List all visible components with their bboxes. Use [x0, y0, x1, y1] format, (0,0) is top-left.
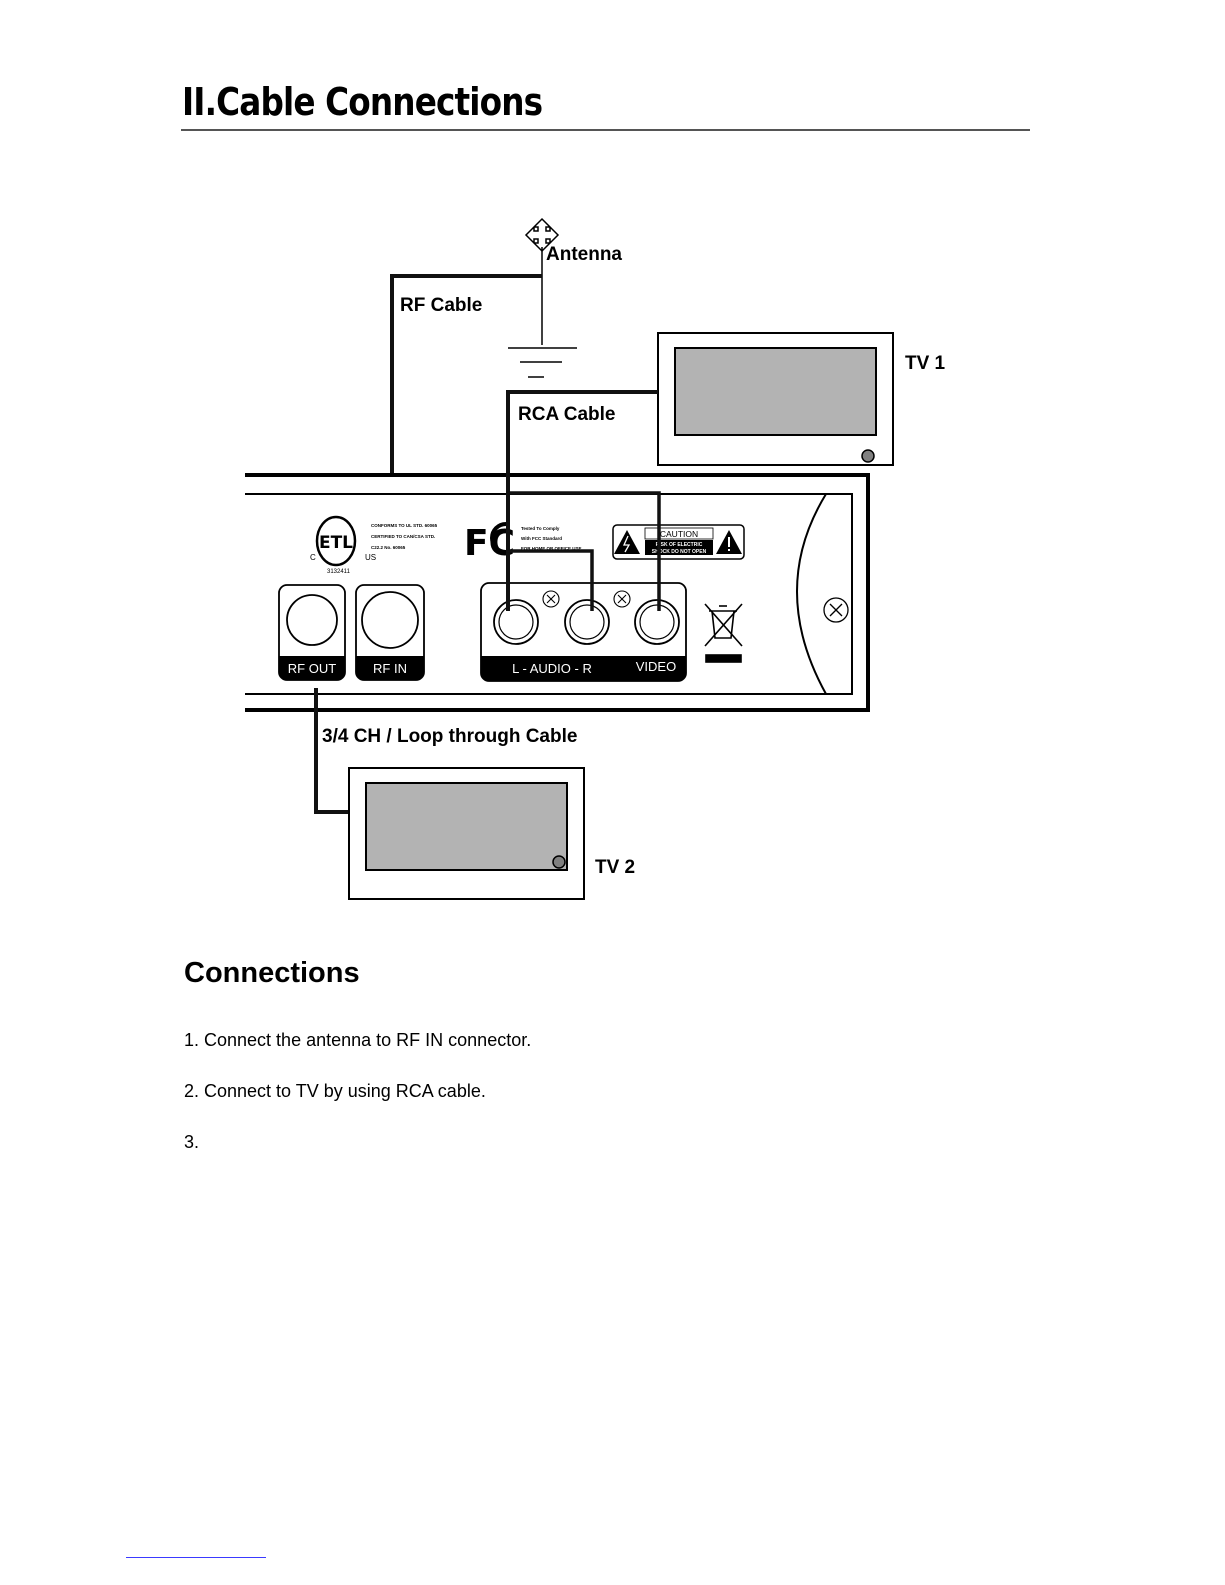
video-label: VIDEO	[636, 659, 676, 674]
footer-link-underline	[126, 1557, 266, 1558]
screw-icon	[542, 590, 560, 608]
tv2-label: TV 2	[595, 857, 635, 878]
page-title: II.Cable Connections	[182, 80, 543, 124]
cable-connection-diagram: ETL C US 3132411 CONFORMS TO UL STD. 600…	[245, 217, 946, 900]
weee-bin-icon	[704, 603, 743, 663]
caution-line: SHOCK DO NOT OPEN	[652, 549, 707, 555]
audio-label: L - AUDIO - R	[512, 661, 592, 676]
etl-c-text: C	[310, 553, 316, 562]
av-ports: L - AUDIO - R VIDEO	[480, 582, 687, 682]
tv2	[348, 767, 585, 900]
rca-cable-label: RCA Cable	[518, 404, 615, 425]
connection-steps: 1. Connect the antenna to RF IN connecto…	[184, 1029, 531, 1182]
title-divider	[181, 129, 1030, 131]
etl-line: CERTIFIED TO CAN/CSA STD.	[371, 534, 435, 539]
etl-line: CONFORMS TO UL STD. 60065	[371, 523, 438, 528]
etl-logo: ETL C US 3132411	[310, 515, 376, 575]
fcc-compliance-text: Tested To Comply With FCC Standard FOR H…	[521, 526, 582, 551]
tv2-power-button	[552, 855, 566, 869]
warning-triangle-icon	[614, 530, 640, 554]
fcc-line: Tested To Comply	[521, 526, 560, 531]
rf-in-port: RF IN	[355, 584, 425, 681]
rf-out-label: RF OUT	[288, 661, 336, 676]
svg-text:ETL: ETL	[319, 533, 353, 553]
audio-left-jack	[493, 599, 539, 645]
connection-step: 3.	[184, 1132, 200, 1152]
loop-cable-label: 3/4 CH / Loop through Cable	[322, 726, 577, 747]
caution-line: RISK OF ELECTRIC	[656, 542, 703, 548]
fcc-line: FOR HOME OR OFFICE USE	[521, 546, 582, 551]
rf-out-port: RF OUT	[278, 584, 346, 681]
tv1-power-button	[861, 449, 875, 463]
tv1-label: TV 1	[905, 353, 946, 374]
panel-screw-icon	[823, 597, 849, 623]
connections-heading: Connections	[184, 957, 360, 989]
ground-icon	[508, 347, 577, 378]
connection-step: 1. Connect the antenna to RF IN connecto…	[184, 1030, 532, 1050]
connection-step: 2. Connect to TV by using RCA cable.	[184, 1081, 486, 1101]
caution-title: CAUTION	[660, 529, 698, 539]
etl-us-text: US	[365, 553, 376, 562]
rca-cable-video	[508, 491, 661, 611]
rf-in-label: RF IN	[373, 661, 407, 676]
loop-through-cable	[314, 688, 350, 814]
fcc-line: With FCC Standard	[521, 536, 562, 541]
tv1	[657, 332, 894, 466]
screw-icon	[613, 590, 631, 608]
video-jack	[634, 599, 680, 645]
rca-cable-audio	[508, 549, 594, 611]
rf-cable-label: RF Cable	[400, 295, 482, 316]
caution-label: CAUTION RISK OF ELECTRIC SHOCK DO NOT OP…	[612, 524, 745, 560]
etl-compliance-text: CONFORMS TO UL STD. 60065 CERTIFIED TO C…	[371, 523, 438, 550]
rca-cable	[506, 390, 658, 611]
etl-line: C22.2 No. 60065	[371, 545, 406, 550]
audio-right-jack	[564, 599, 610, 645]
etl-number-text: 3132411	[327, 569, 351, 575]
antenna-label: Antenna	[546, 244, 622, 265]
